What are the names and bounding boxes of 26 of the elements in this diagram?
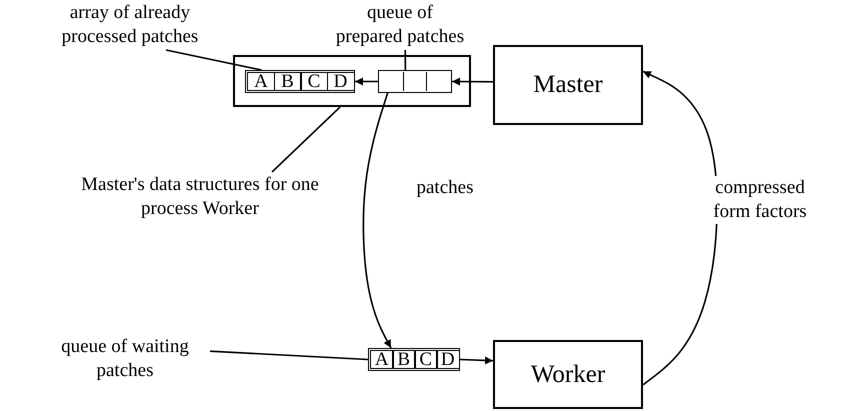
annotation-text: array of already processed patches [60, 1, 200, 49]
leader-line [404, 50, 406, 70]
array-cell: A [247, 72, 275, 91]
array-cell: D [436, 350, 460, 369]
leader-line [210, 350, 368, 360]
leader-line [166, 49, 262, 71]
array-cell: C [414, 350, 438, 369]
array-cell: B [274, 72, 302, 91]
process-box: Worker [493, 340, 643, 409]
arrow [362, 92, 392, 348]
arrow [452, 78, 493, 86]
array-cell: C [300, 72, 328, 91]
process-box: Master [493, 45, 643, 125]
annotation-text: queue of waiting patches [60, 335, 190, 383]
queue-drawing [368, 348, 460, 371]
array-drawing [245, 70, 355, 93]
leader-line [271, 106, 341, 173]
array-cell: A [370, 350, 394, 369]
annotation-text: queue of prepared patches [335, 1, 465, 49]
array-cell: D [326, 72, 354, 91]
data-structure-box [233, 55, 471, 107]
array-cell: B [392, 350, 416, 369]
queue-drawing [378, 70, 452, 93]
arrow [355, 78, 378, 86]
annotation-text: Master's data structures for one process Worker [80, 173, 320, 221]
arrow [460, 356, 494, 364]
